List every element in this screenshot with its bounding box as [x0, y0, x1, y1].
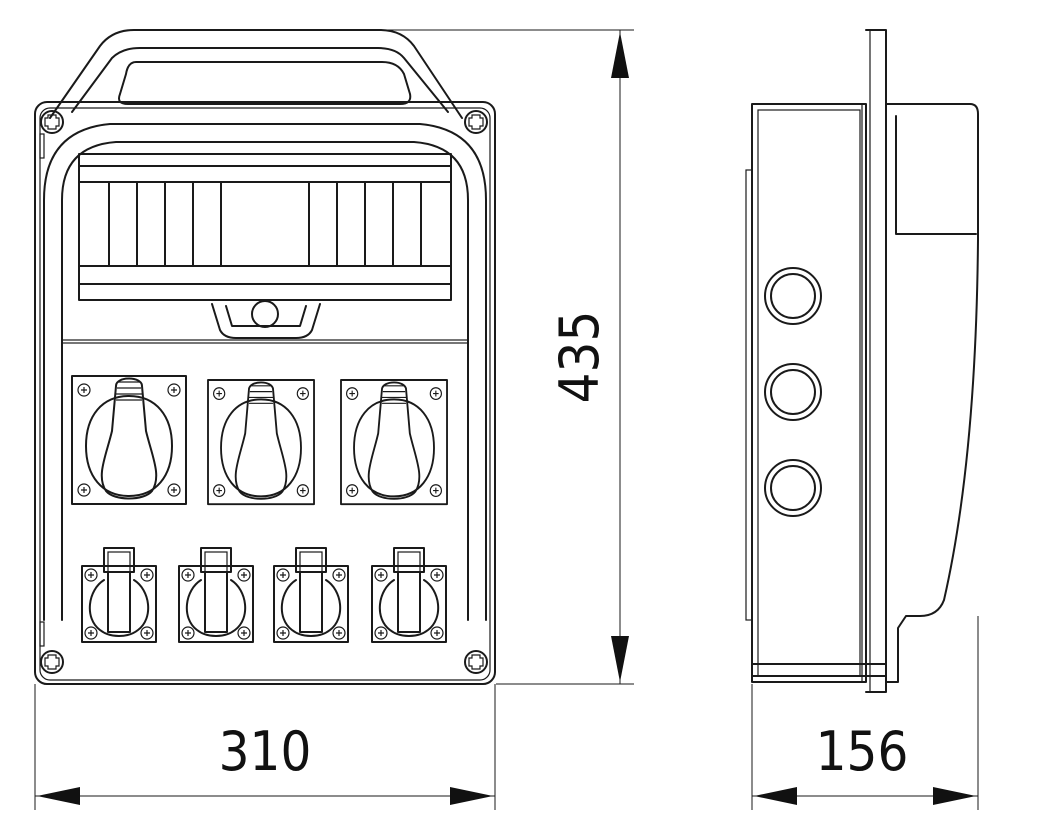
breaker-window	[78, 153, 452, 339]
height-label: 435	[548, 311, 611, 404]
schuko-socket	[274, 548, 348, 642]
dimension-depth: 156	[751, 616, 979, 810]
housing-front	[34, 101, 496, 685]
front-view	[34, 29, 496, 685]
screw-icon	[464, 650, 488, 674]
schuko-socket	[372, 548, 446, 642]
dimension-width: 310	[34, 684, 496, 810]
dimension-height: 435	[380, 29, 634, 685]
screw-icon	[40, 650, 64, 674]
cee-socket	[341, 380, 447, 504]
cable-gland-icon	[764, 363, 822, 421]
schuko-socket	[82, 548, 156, 642]
depth-label: 156	[816, 720, 909, 783]
cable-gland-icon	[764, 459, 822, 517]
side-view	[745, 29, 979, 693]
width-label: 310	[219, 720, 312, 783]
schuko-socket	[179, 548, 253, 642]
cee-socket	[208, 380, 314, 504]
carry-handle	[49, 29, 463, 119]
screw-icon	[464, 110, 488, 134]
cee-socket	[72, 376, 186, 504]
cable-gland-icon	[764, 267, 822, 325]
